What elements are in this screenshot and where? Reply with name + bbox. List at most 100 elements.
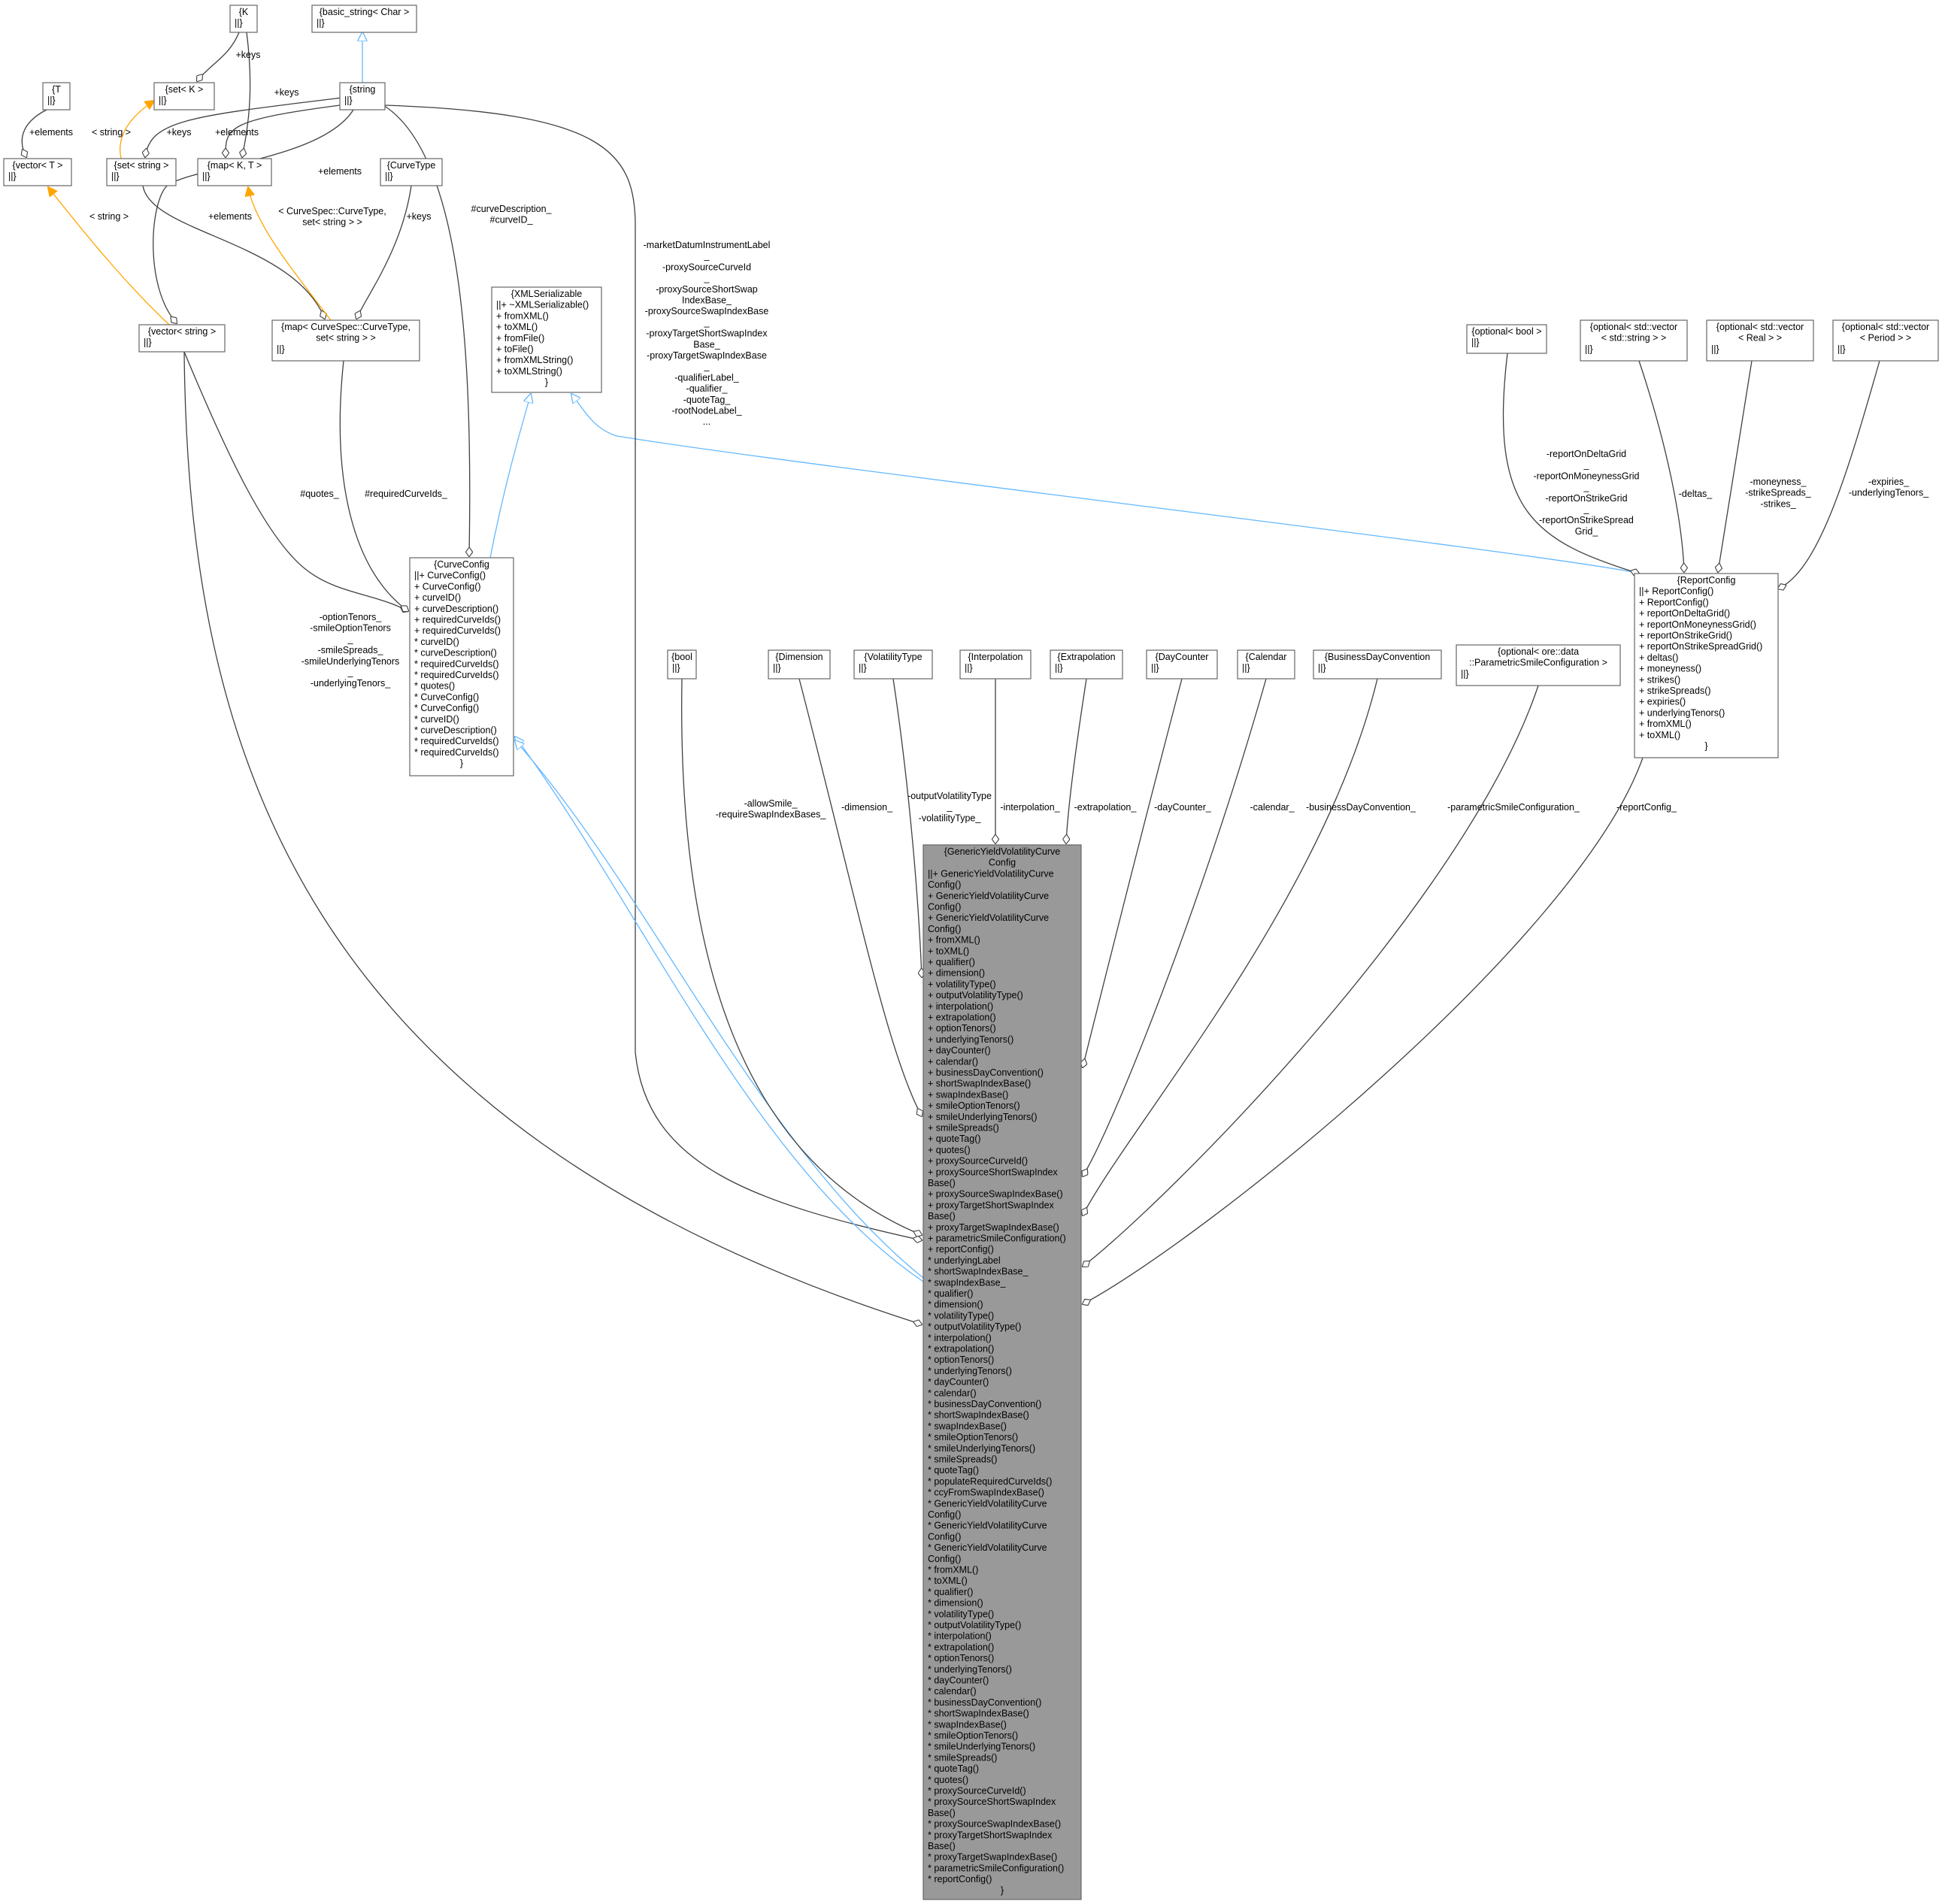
optvecperiod-reportconfig-label: -expiries_-underlyingTenors_ [1849, 477, 1929, 498]
string-generic-label: -marketDatumInstrumentLabel_-proxySource… [644, 240, 771, 427]
class-node-string[interactable]: {string||} [339, 82, 386, 110]
class-box [42, 82, 71, 110]
class-box [923, 844, 1082, 1900]
class-label: {optional< std::vector< Real > >||} [1711, 322, 1804, 354]
class-label: {K||} [235, 7, 249, 29]
mapkt-mapcurvetype-label: < CurveSpec::CurveType,set< string > > [278, 206, 386, 228]
string-mapkt-edge [226, 104, 341, 157]
nodes-layer: {K||} {basic_string< Char >||} {T||} {set< … [3, 5, 1939, 1900]
class-box [106, 158, 177, 186]
mapcurvetype-curveconfig-label: #requiredCurveIds_ [365, 489, 448, 499]
class-label: {map< CurveSpec::CurveType,set< string >… [277, 322, 411, 354]
edge-path [1066, 678, 1087, 843]
class-label: {set< K >||} [159, 84, 203, 106]
class-box [667, 649, 697, 680]
class-node-xmlserializable[interactable]: {XMLSerializable||+ ~XMLSerializable()+ … [491, 286, 602, 393]
class-node-basic_string[interactable]: {basic_string< Char >||} [311, 5, 417, 33]
daycounter-generic-label: -dayCounter_ [1154, 802, 1212, 813]
string-vectorstring-label: +elements [318, 166, 362, 177]
class-node-k[interactable]: {K||} [229, 5, 258, 33]
vectorstring-curveconfig-label: #quotes_ [300, 489, 339, 499]
edge-path [1502, 353, 1639, 574]
businessdayconvention-generic-label: -businessDayConvention_ [1306, 802, 1416, 813]
class-node-setk[interactable]: {set< K >||} [153, 82, 215, 110]
class-node-dimension[interactable]: {Dimension||} [768, 649, 831, 680]
class-label: {Calendar||} [1242, 652, 1286, 674]
t-vectort-label: +elements [29, 127, 73, 138]
class-label: {ReportConfig||+ ReportConfig()+ ReportC… [1639, 575, 1762, 752]
class-label: {optional< ore::data::ParametricSmileCon… [1461, 646, 1607, 679]
vectorstring-curveconfig-edge [183, 351, 408, 611]
class-node-optvecstring[interactable]: {optional< std::vector< std::string > >|… [1580, 319, 1688, 362]
class-node-mapcurvetype[interactable]: {map< CurveSpec::CurveType,set< string >… [271, 319, 420, 362]
bool-generic-edge [681, 678, 922, 1235]
class-node-daycounter[interactable]: {DayCounter||} [1146, 649, 1218, 680]
edge-path [1638, 360, 1684, 572]
class-box [153, 82, 215, 110]
class-node-setstring[interactable]: {set< string >||} [106, 158, 177, 186]
edge-path [339, 360, 408, 611]
class-node-mapkt[interactable]: {map< K, T >||} [197, 158, 272, 186]
class-box [1466, 324, 1547, 354]
edge-labels-layer: +keys+keys+elements< string >+elements+k… [29, 50, 1929, 823]
class-node-vectorstring[interactable]: {vector< string >||} [138, 324, 226, 353]
class-node-extrapolation[interactable]: {Extrapolation||} [1050, 649, 1123, 680]
edge-path [142, 185, 325, 319]
edge-path [48, 187, 170, 325]
edge-path [681, 678, 922, 1235]
edge-path [183, 351, 408, 611]
class-node-calendar[interactable]: {Calendar||} [1237, 649, 1295, 680]
reportconfig-generic-label: -reportConfig_ [1616, 802, 1677, 813]
class-node-optparametric[interactable]: {optional< ore::data::ParametricSmileCon… [1456, 644, 1621, 686]
class-box [1146, 649, 1218, 680]
class-box [491, 286, 602, 393]
edge-path [183, 351, 922, 1324]
string-setstring-label: +keys [166, 127, 191, 138]
string-curveconfig-edge [383, 104, 470, 556]
edge-path [226, 104, 341, 157]
edge-path [145, 97, 343, 157]
optvecreal-reportconfig-label: -moneyness_-strikeSpreads_-strikes_ [1745, 477, 1812, 509]
class-label: {optional< std::vector< Period > >||} [1837, 322, 1929, 354]
class-node-optbool[interactable]: {optional< bool >||} [1466, 324, 1547, 354]
volatilitytype-generic-label: -outputVolatilityType_-volatilityType_ [907, 791, 992, 823]
t-vectort-edge [22, 109, 47, 157]
string-mapkt-label: +elements [215, 127, 259, 138]
class-node-curvetype[interactable]: {CurveType||} [380, 158, 443, 186]
class-node-volatilitytype[interactable]: {VolatilityType||} [853, 649, 933, 680]
edge-path [798, 678, 922, 1116]
calendar-generic-label: -calendar_ [1250, 802, 1295, 813]
class-node-businessdayconvention[interactable]: {BusinessDayConvention||} [1313, 649, 1442, 680]
class-node-reportconfig[interactable]: {ReportConfig||+ ReportConfig()+ ReportC… [1634, 573, 1779, 758]
class-box [138, 324, 226, 353]
class-node-optvecperiod[interactable]: {optional< std::vector< Period > >||} [1832, 319, 1939, 362]
edges-layer [22, 32, 1880, 1324]
class-node-interpolation[interactable]: {Interpolation||} [959, 649, 1032, 680]
class-node-bool[interactable]: {bool||} [667, 649, 697, 680]
optbool-reportconfig-edge [1502, 353, 1639, 574]
daycounter-generic-edge [1083, 678, 1183, 1067]
class-label: {bool||} [671, 652, 692, 674]
edge-path [1083, 678, 1378, 1215]
class-node-t[interactable]: {T||} [42, 82, 71, 110]
class-box [1634, 573, 1779, 758]
mapcurvetype-curveconfig-edge [339, 360, 408, 611]
class-label: {vector< T >||} [8, 160, 62, 182]
setstring-mapcurvetype-label: +elements [208, 211, 252, 222]
class-node-vectort[interactable]: {vector< T >||} [3, 158, 72, 186]
class-box [197, 158, 272, 186]
setk-setstring-label: < string > [92, 127, 131, 138]
class-node-curveconfig[interactable]: {CurveConfig||+ CurveConfig()+ CurveConf… [409, 557, 514, 776]
businessdayconvention-generic-edge [1083, 678, 1378, 1215]
edge-path [1083, 678, 1267, 1176]
dimension-generic-label: -dimension_ [841, 802, 893, 813]
class-label: {set< string >||} [111, 160, 168, 182]
vectorstring-generic-label: -optionTenors_-smileOptionTenors_-smileS… [301, 612, 400, 689]
edge-path [356, 185, 412, 319]
class-label: {BusinessDayConvention||} [1318, 652, 1430, 674]
string-generic-edge [384, 104, 922, 1240]
class-node-optvecreal[interactable]: {optional< std::vector< Real > >||} [1706, 319, 1814, 362]
edge-path [1083, 757, 1644, 1304]
